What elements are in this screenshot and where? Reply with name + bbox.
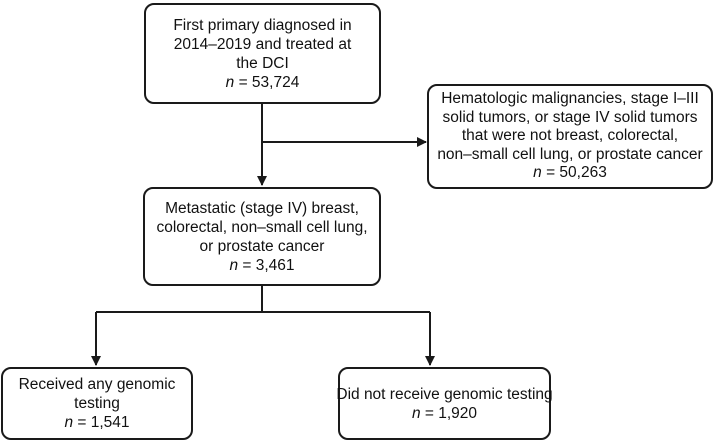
excluded-box: Hematologic malignancies, stage I–III so… <box>427 84 713 189</box>
tested-box: Received any genomic testing n = 1,541 <box>1 367 193 440</box>
excluded-line-1: Hematologic malignancies, stage I–III <box>441 90 699 108</box>
metastatic-line-3: or prostate cancer <box>199 237 325 255</box>
screened-line-3: the DCI <box>236 54 289 72</box>
metastatic-count: n = 3,461 <box>229 256 295 274</box>
excluded-line-4: non–small cell lung, or prostate cancer <box>437 145 703 163</box>
tested-count: n = 1,541 <box>64 414 130 431</box>
metastatic-line-2: colorectal, non–small cell lung, <box>156 218 368 236</box>
metastatic-line-1: Metastatic (stage IV) breast, <box>165 199 359 217</box>
excluded-count: n = 50,263 <box>533 164 607 182</box>
tested-line-1: Received any genomic <box>18 376 176 393</box>
not-tested-count: n = 1,920 <box>411 404 478 422</box>
screened-count: n = 53,724 <box>225 73 300 91</box>
screened-line-1: First primary diagnosed in <box>173 16 352 34</box>
not-tested-box: Did not receive genomic testing n = 1,92… <box>336 367 553 440</box>
not-tested-line-1: Did not receive genomic testing <box>336 385 553 403</box>
metastatic-box: Metastatic (stage IV) breast, colorectal… <box>143 187 381 286</box>
excluded-line-2: solid tumors, or stage IV solid tumors <box>442 108 698 126</box>
tested-line-2: testing <box>74 395 120 412</box>
screened-box: First primary diagnosed in 2014–2019 and… <box>144 3 381 104</box>
excluded-line-3: that were not breast, colorectal, <box>461 127 679 145</box>
screened-line-2: 2014–2019 and treated at <box>173 35 352 53</box>
